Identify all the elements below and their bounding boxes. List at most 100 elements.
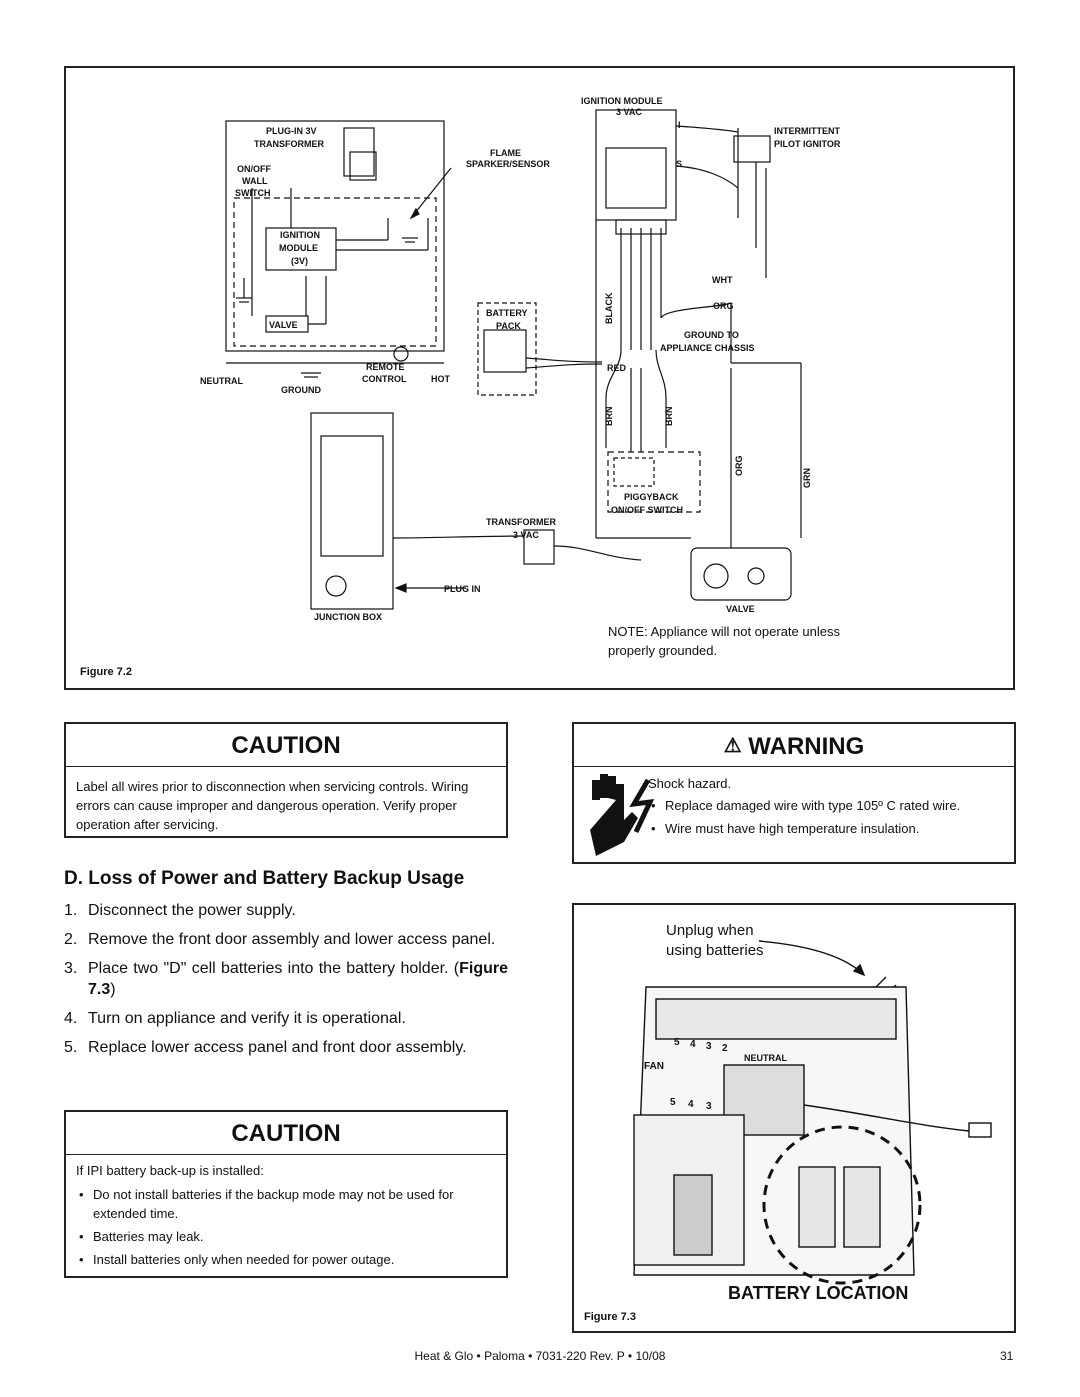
grn-label: GRN bbox=[802, 468, 812, 488]
caution-box-batteries: CAUTION If IPI battery back-up is instal… bbox=[64, 1110, 508, 1278]
onoff-label-2: WALL bbox=[242, 176, 268, 186]
caution-bullet: Do not install batteries if the backup m… bbox=[76, 1185, 496, 1223]
caution-box-wiring: CAUTION Label all wires prior to disconn… bbox=[64, 722, 508, 838]
intermittent-label-2: PILOT IGNITOR bbox=[774, 139, 841, 149]
ground-to-label-1: GROUND TO bbox=[684, 330, 739, 340]
battery-label-1: BATTERY bbox=[486, 308, 528, 318]
board-label: 4 bbox=[690, 1039, 696, 1050]
d-cell-battery bbox=[798, 1166, 836, 1248]
valve-big-label: VALVE bbox=[726, 604, 755, 614]
flame-label-2: SPARKER/SENSOR bbox=[466, 159, 550, 169]
grounding-note-text: NOTE: Appliance will not operate unless … bbox=[608, 624, 840, 658]
battery-label-2: PACK bbox=[496, 321, 521, 331]
red-label: RED bbox=[607, 363, 627, 373]
step-item: 2.Remove the front door assembly and low… bbox=[64, 931, 496, 948]
org-vertical-label: ORG bbox=[734, 455, 744, 476]
flame-label: FLAME bbox=[490, 148, 521, 158]
warning-box: ⚠ WARNING Shock hazard. Replace damaged … bbox=[572, 722, 1016, 864]
steps-list: 1.Disconnect the power supply. 2.Remove … bbox=[64, 900, 508, 1066]
figure-7-3-caption: Figure 7.3 bbox=[584, 1311, 636, 1323]
brn-left-label: BRN bbox=[604, 406, 614, 427]
board-label: 5 bbox=[670, 1097, 676, 1108]
ignition-label-2: MODULE bbox=[279, 243, 318, 253]
brn-right-label: BRN bbox=[664, 406, 674, 427]
caution-bullet: Install batteries only when needed for p… bbox=[76, 1250, 496, 1269]
caution-battery-intro: If IPI battery back-up is installed: bbox=[76, 1163, 264, 1178]
figure-reference: Figure 7.3 bbox=[88, 960, 509, 998]
remote-label-2: CONTROL bbox=[362, 374, 407, 384]
schematic-dashed-box bbox=[233, 197, 437, 347]
junction-box bbox=[310, 412, 394, 610]
gas-valve-body bbox=[690, 547, 792, 601]
pin-s-label: S bbox=[676, 159, 683, 169]
pin-i-label: I bbox=[678, 120, 681, 130]
step-item: 4.Turn on appliance and verify it is ope… bbox=[64, 1010, 406, 1027]
warning-bullet: Replace damaged wire with type 105º C ra… bbox=[648, 796, 1018, 815]
remote-label-1: REMOTE bbox=[366, 362, 405, 372]
ignition-module-box bbox=[265, 227, 337, 271]
black-label: BLACK bbox=[604, 292, 614, 325]
board-label: 4 bbox=[688, 1099, 694, 1110]
plugin-transformer-label-2: TRANSFORMER bbox=[254, 139, 324, 149]
battery-pack bbox=[673, 1174, 713, 1256]
battery-location-circle bbox=[762, 1125, 922, 1285]
transformer-label-1: TRANSFORMER bbox=[486, 517, 556, 527]
warning-header: ⚠ WARNING bbox=[574, 724, 1014, 767]
board-label: 3 bbox=[706, 1101, 712, 1112]
caution-text: Label all wires prior to disconnection w… bbox=[76, 779, 469, 832]
board-label: NEUTRAL bbox=[744, 1053, 787, 1063]
transformer-label-2: 3 VAC bbox=[513, 530, 539, 540]
junction-box-label: JUNCTION BOX bbox=[314, 612, 383, 622]
wiring-diagram-figure: IGNITION MODULE 3 VAC PLUG-IN 3V TRANSFO… bbox=[64, 66, 1015, 690]
hot-label: HOT bbox=[431, 374, 450, 384]
section-heading: D. Loss of Power and Battery Backup Usag… bbox=[64, 868, 465, 889]
piggyback-label-2: ON/OFF SWITCH bbox=[611, 505, 683, 515]
step-item: 5.Replace lower access panel and front d… bbox=[64, 1039, 467, 1056]
caution-bullet: Batteries may leak. bbox=[76, 1227, 496, 1246]
battery-location-label: BATTERY LOCATION bbox=[728, 1283, 909, 1303]
d-cell-battery bbox=[843, 1166, 881, 1248]
battery-pack-outline bbox=[477, 302, 537, 396]
neutral-label: NEUTRAL bbox=[200, 376, 243, 386]
grounding-note: NOTE: Appliance will not operate unless … bbox=[608, 622, 848, 660]
caution-title: CAUTION bbox=[66, 1112, 506, 1155]
ground-to-label-2: APPLIANCE CHASSIS bbox=[660, 343, 755, 353]
ignition-module-vac: 3 VAC bbox=[616, 107, 642, 117]
ignition-label-3: (3V) bbox=[291, 256, 309, 266]
page-number: 31 bbox=[1000, 1349, 1014, 1363]
wiring-diagram-svg bbox=[225, 109, 802, 610]
page-footer: Heat & Glo • Paloma • 7031-220 Rev. P • … bbox=[414, 1349, 666, 1363]
step-item: 1.Disconnect the power supply. bbox=[64, 902, 296, 919]
ignition-label-1: IGNITION bbox=[280, 230, 320, 240]
intermittent-label-1: INTERMITTENT bbox=[774, 126, 840, 136]
wht-label: WHT bbox=[712, 275, 733, 285]
onoff-label-1: ON/OFF bbox=[237, 164, 271, 174]
board-label: 5 bbox=[674, 1037, 680, 1048]
ignition-module-body bbox=[595, 109, 677, 221]
warning-bullet: Wire must have high temperature insulati… bbox=[648, 819, 1018, 838]
warning-title: WARNING bbox=[748, 733, 865, 760]
plug-in-transformer bbox=[723, 1064, 805, 1136]
figure-7-2-caption: Figure 7.2 bbox=[80, 666, 132, 678]
unplug-note: Unplug when using batteries bbox=[666, 922, 764, 959]
onoff-label-3: SWITCH bbox=[235, 188, 271, 198]
transformer-body bbox=[349, 151, 377, 181]
plug-in-label: PLUG IN bbox=[444, 584, 481, 594]
plugin-transformer-label: PLUG-IN 3V bbox=[266, 126, 317, 136]
step-item: 3.Place two "D" cell batteries into the … bbox=[64, 960, 509, 998]
ground-label: GROUND bbox=[281, 385, 321, 395]
board-label: FAN bbox=[644, 1061, 664, 1072]
ignition-module-title: IGNITION MODULE bbox=[581, 96, 663, 106]
piggyback-label-1: PIGGYBACK bbox=[624, 492, 679, 502]
warning-body: Shock hazard. Replace damaged wire with … bbox=[638, 768, 1028, 846]
warning-intro: Shock hazard. bbox=[648, 776, 732, 791]
caution-title: CAUTION bbox=[66, 724, 506, 767]
org-top-label: ORG bbox=[713, 301, 734, 311]
schematic-outline bbox=[225, 120, 445, 352]
warning-triangle-icon: ⚠ bbox=[723, 735, 742, 757]
battery-location-figure: Unplug when using batteries 5 4 3 2 NEUT… bbox=[572, 903, 1016, 1333]
battery-location-illustration bbox=[633, 940, 992, 1285]
piggyback-switch-outline bbox=[607, 451, 701, 513]
board-label: 3 bbox=[706, 1041, 712, 1052]
shock-hand-icon bbox=[590, 774, 655, 856]
